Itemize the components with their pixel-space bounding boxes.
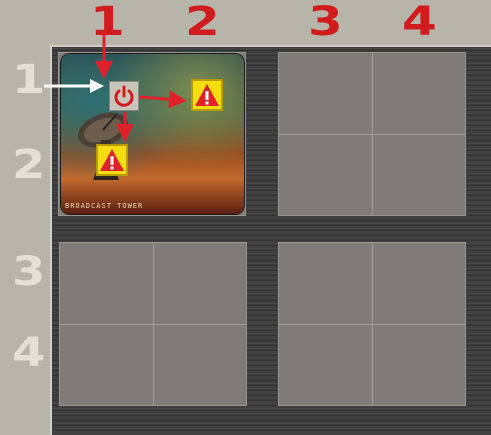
red-arrow-icon	[104, 34, 178, 133]
white-arrow-icon	[44, 79, 104, 93]
